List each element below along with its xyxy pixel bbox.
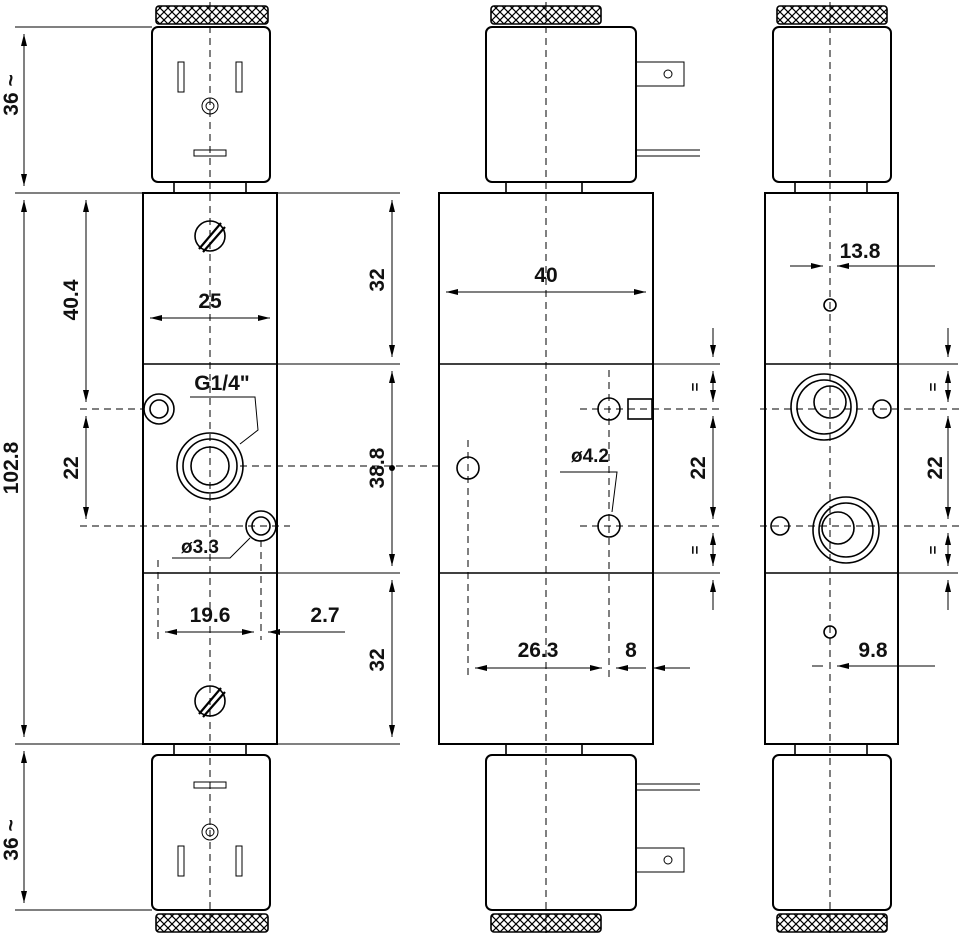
- dim-offset-27: 2.7: [310, 604, 339, 627]
- dim-eq-1: =: [687, 382, 704, 391]
- dimension-lines: [15, 26, 958, 911]
- dim-hole-small: ø3.3: [181, 537, 219, 558]
- dim-thread: G1/4": [194, 372, 249, 395]
- dim-seg-bot: 32: [366, 648, 389, 671]
- dim-eq-4: =: [925, 545, 942, 554]
- dimension-labels: 36 ~ 102.8 36 ~ 40.4 22 25 G1/4" ø3.3 19…: [0, 74, 947, 860]
- dim-hole-mount: ø4.2: [571, 446, 609, 467]
- dim-coil-bottom: 36 ~: [0, 819, 23, 860]
- dim-body-length: 40: [534, 264, 557, 287]
- dim-coil-top: 36 ~: [0, 74, 23, 115]
- dim-port-spacing-right: 22: [924, 456, 947, 479]
- left-view: [80, 2, 460, 936]
- dim-eq-3: =: [925, 382, 942, 391]
- dim-port-spacing-left: 22: [60, 456, 83, 479]
- dim-upper-length: 40.4: [60, 279, 83, 320]
- dim-offset-98: 9.8: [858, 639, 888, 662]
- dim-offset-196: 19.6: [190, 604, 231, 627]
- dim-seg-top: 32: [366, 268, 389, 291]
- dim-offset-263: 26.3: [518, 639, 559, 662]
- dim-overall-height: 102.8: [0, 441, 23, 494]
- middle-view: [438, 2, 720, 936]
- dim-body-width: 25: [198, 290, 222, 313]
- dim-seg-mid: 38.8: [366, 447, 389, 488]
- dim-offset-8: 8: [625, 639, 637, 662]
- dim-port-spacing-mid: 22: [687, 456, 710, 479]
- dim-eq-2: =: [687, 545, 704, 554]
- dim-offset-138: 13.8: [840, 240, 881, 263]
- right-view: [760, 2, 962, 936]
